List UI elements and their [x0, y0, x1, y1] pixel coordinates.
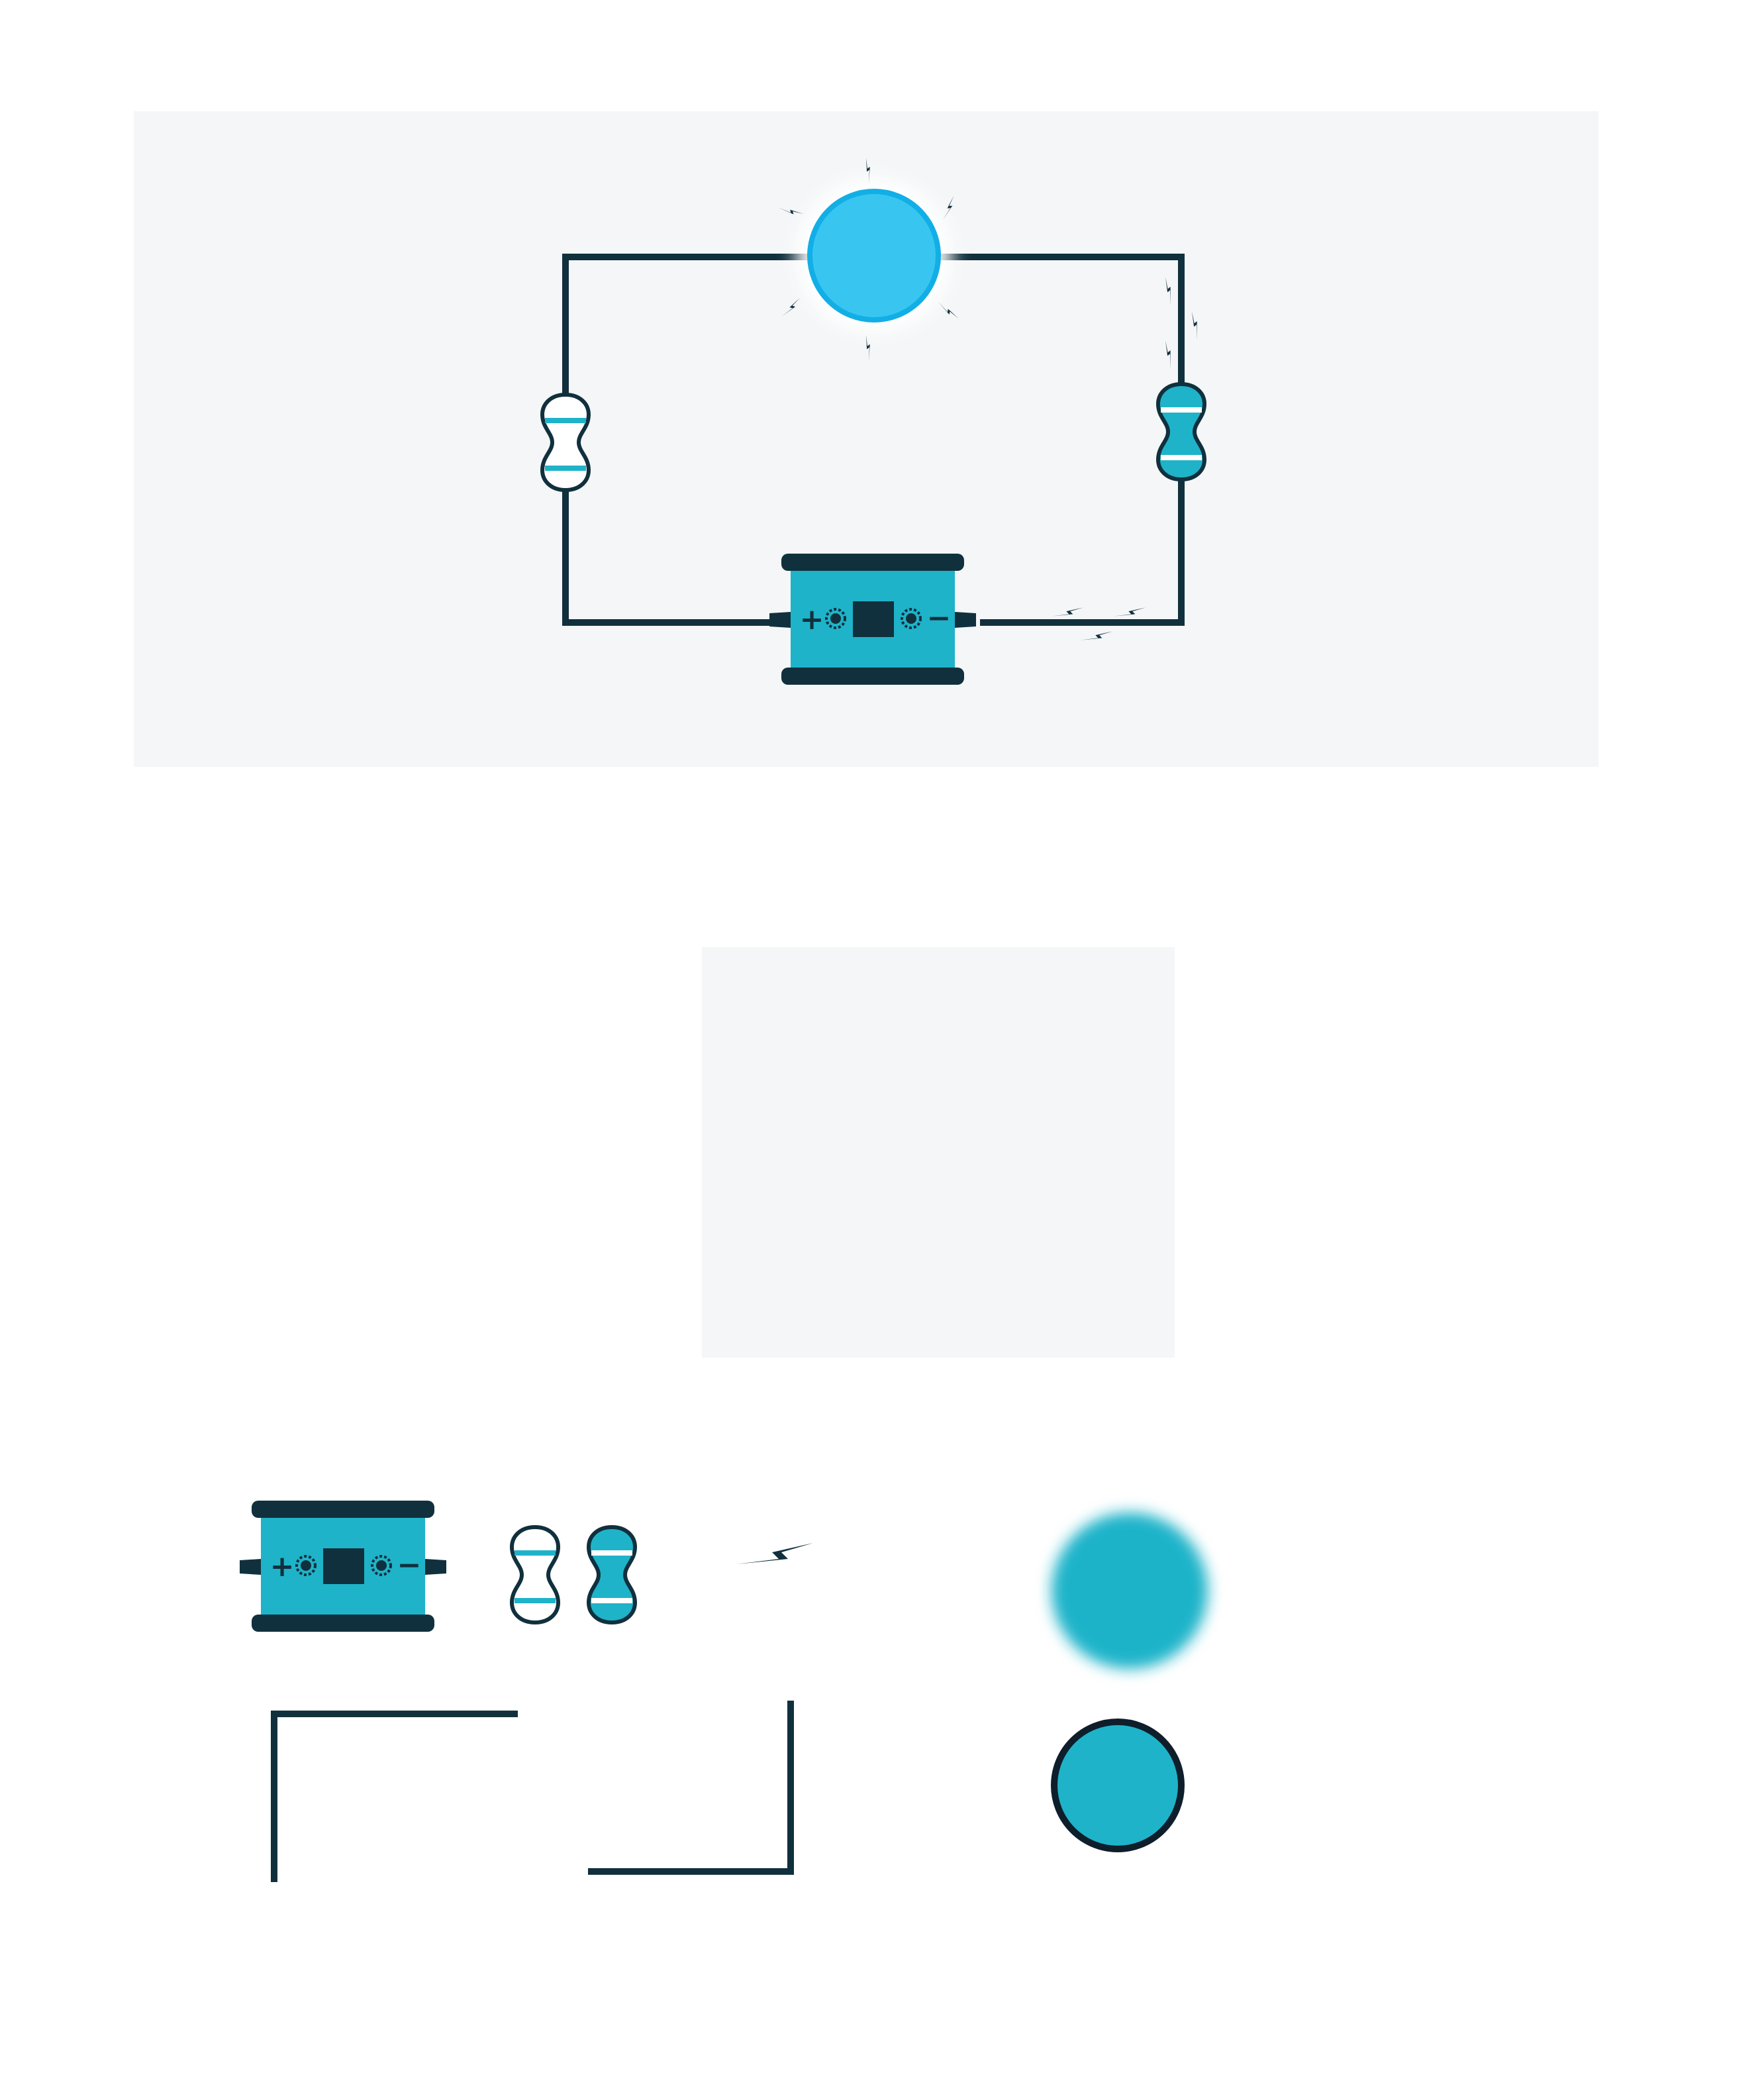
battery-part: + − — [240, 1501, 446, 1632]
resistor-teal — [1155, 381, 1207, 482]
bulb-icon — [1051, 1719, 1185, 1852]
glow-icon — [1052, 1513, 1208, 1669]
spark-part — [736, 1543, 813, 1564]
wire-corner-icon — [271, 1711, 518, 1882]
battery-minus-label: − — [397, 1548, 422, 1582]
resistor-teal-part — [586, 1524, 638, 1625]
battery-plus-label: + — [270, 1550, 295, 1583]
battery-icon: + − — [769, 554, 976, 685]
resistor-icon — [586, 1524, 638, 1625]
wire-corner-icon — [588, 1701, 794, 1875]
empty-canvas-placeholder — [702, 947, 1175, 1358]
circuit-panel: + − — [134, 111, 1598, 767]
resistor-icon — [509, 1524, 561, 1625]
bulb-icon — [807, 189, 941, 323]
resistor-white-part — [509, 1524, 561, 1625]
battery-icon: + − — [240, 1501, 446, 1632]
resistor-white — [540, 392, 591, 493]
battery-plus-label: + — [800, 603, 824, 636]
battery-in-circuit: + − — [769, 554, 976, 685]
spark-icon — [736, 1543, 813, 1564]
parts-sheet: + − — [240, 1501, 1208, 1882]
battery-minus-label: − — [927, 601, 952, 635]
bulb-lit — [796, 177, 952, 334]
